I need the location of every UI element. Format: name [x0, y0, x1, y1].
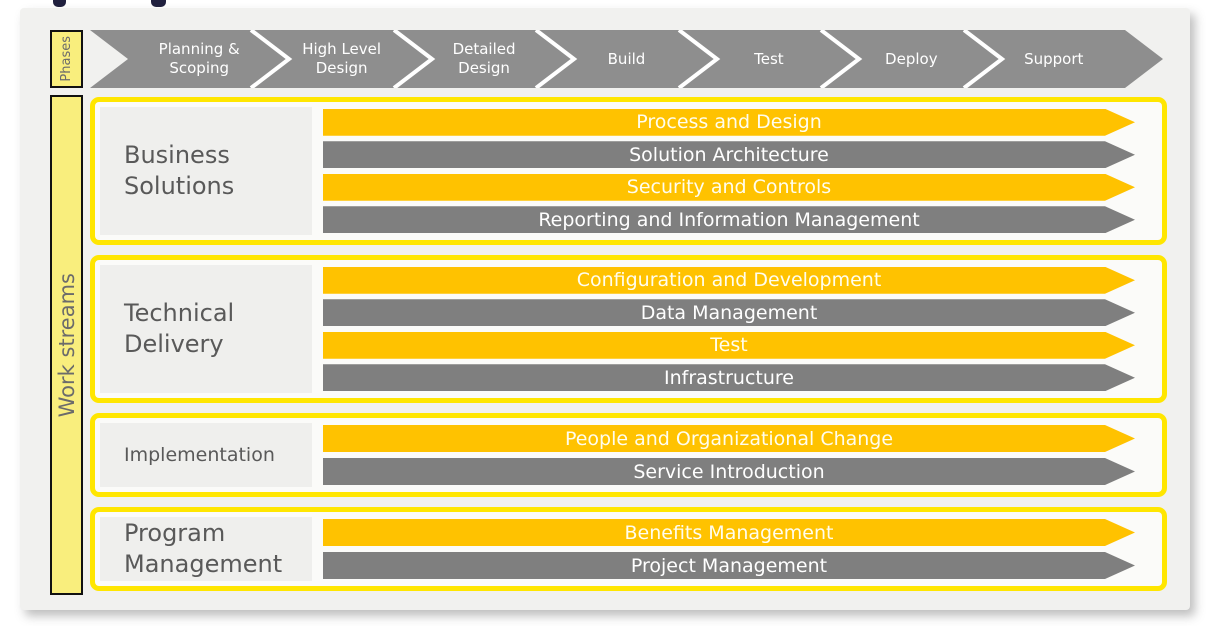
phases-axis-label: Phases	[59, 36, 74, 82]
track-arrow: Solution Architecture	[323, 141, 1135, 168]
workstream-name: Business Solutions	[100, 107, 312, 235]
track-arrow: Data Management	[323, 299, 1135, 326]
track-arrow: Infrastructure	[323, 364, 1135, 391]
workstreams-axis-label: Work streams	[54, 272, 79, 418]
phase-label: High Level Design	[302, 40, 382, 77]
track-arrow: Project Management	[323, 552, 1135, 579]
cropped-title-glyph	[53, 0, 66, 7]
phase-band-labels: Planning & Scoping High Level Design Detai…	[128, 30, 1125, 88]
phase-label: Support	[1024, 49, 1084, 68]
track-arrow: Reporting and Information Management	[323, 206, 1135, 233]
workstream-name: Technical Delivery	[100, 265, 312, 393]
phase-label: Detailed Design	[452, 40, 516, 77]
phase-chevron-shape	[90, 30, 1163, 88]
workstreams-axis: Work streams	[50, 95, 83, 595]
track-arrow: Configuration and Development	[323, 267, 1135, 294]
track-arrow: Benefits Management	[323, 519, 1135, 546]
phases-axis: Phases	[50, 30, 83, 88]
track-arrow: People and Organizational Change	[323, 425, 1135, 452]
phase-label: Planning & Scoping	[158, 40, 240, 77]
track-arrow: Security and Controls	[323, 174, 1135, 201]
phase-label: Deploy	[885, 49, 938, 68]
phase-label: Test	[754, 49, 784, 68]
workstream-name: Implementation	[100, 423, 312, 487]
track-arrow: Test	[323, 332, 1135, 359]
diagram-panel: Phases Planning & Scoping High Level Desi…	[20, 8, 1190, 610]
phase-band: Planning & Scoping High Level Design Detai…	[90, 30, 1163, 88]
phase-label: Build	[607, 49, 646, 68]
track-arrow: Process and Design	[323, 109, 1135, 136]
workstream-name: Program Management	[100, 517, 312, 581]
track-arrow: Service Introduction	[323, 458, 1135, 485]
cropped-title-glyph	[151, 0, 166, 7]
